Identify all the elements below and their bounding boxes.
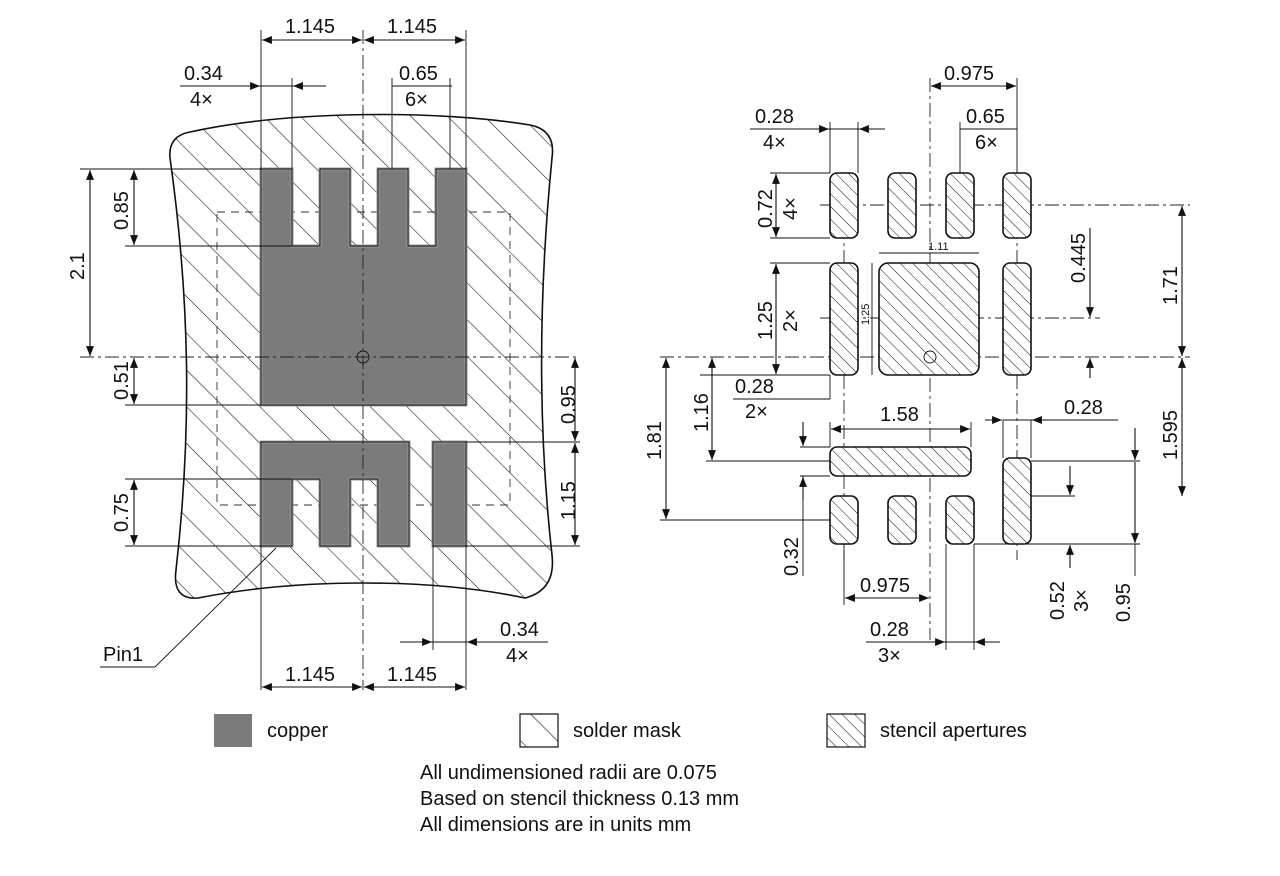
dim-finger-width-count: 4×	[190, 89, 213, 111]
aperture-side-left	[829, 262, 859, 376]
legend-stencil-swatch	[826, 713, 866, 748]
dim-pad-pitch: 0.65	[966, 106, 1005, 128]
dim-lower-slot: 0.75	[111, 493, 133, 532]
package-outline	[216, 211, 511, 506]
dim-top-left-pitch: 1.145	[285, 16, 335, 38]
legend-solder-mask-label: solder mask	[573, 720, 682, 742]
aperture-top-2	[887, 172, 917, 239]
notes: All undimensioned radii are 0.075 Based …	[420, 760, 739, 838]
left-footprint: 1.145 1.145 0.34 4× 0.65 6× 0.85 2.1 0.5…	[67, 16, 580, 691]
pin1-label: Pin1	[103, 644, 143, 666]
dim-col-pitch: 0.975	[944, 63, 994, 85]
dim-pad-pitch-count: 6×	[975, 132, 998, 154]
legend-stencil-label: stencil apertures	[880, 720, 1027, 742]
aperture-right-lower	[1002, 457, 1032, 545]
dim-slot-depth: 0.85	[111, 191, 133, 230]
dim-top-right-pitch: 1.145	[387, 16, 437, 38]
aperture-bottom-1	[829, 495, 859, 545]
dim-bottom-pitch: 0.975	[860, 575, 910, 597]
note-units: All dimensions are in units mm	[420, 814, 692, 836]
legend-copper-label: copper	[267, 720, 328, 742]
note-radii: All undimensioned radii are 0.075	[420, 762, 717, 784]
dim-pad-width: 0.28	[755, 106, 794, 128]
dim-offset-0445: 0.445	[1068, 233, 1090, 283]
dim-center-to-lower: 0.95	[558, 385, 580, 424]
aperture-top-3	[945, 172, 975, 239]
dim-right-span: 1.595	[1160, 410, 1182, 460]
dim-pad-width-count: 4×	[763, 132, 786, 154]
legend: copper solder mask stencil apertures	[214, 713, 1027, 748]
note-stencil-thickness: Based on stencil thickness 0.13 mm	[420, 788, 740, 810]
dim-lower-span: 1.81	[644, 421, 666, 460]
dim-bottom-left-pitch: 1.145	[285, 664, 335, 686]
dim-center-width-small: 1.11	[928, 241, 949, 253]
aperture-center	[878, 262, 980, 376]
dim-side-pad-width: 0.28	[735, 376, 774, 398]
dim-side-pad-height: 1.25	[755, 301, 777, 340]
dim-right-pad-width: 0.34	[500, 619, 539, 641]
copper-lower-pad	[259, 440, 411, 548]
dim-bottom-right-pitch: 1.145	[387, 664, 437, 686]
dim-right-pad-width-r: 0.28	[1064, 397, 1103, 419]
dim-pad-height: 0.72	[755, 189, 777, 228]
dim-side-pad-width-count: 2×	[745, 401, 768, 423]
origin-marker	[356, 350, 370, 364]
aperture-bar	[829, 446, 972, 477]
aperture-top-1	[829, 172, 859, 239]
aperture-bottom-2	[887, 495, 917, 545]
dim-pad-height-count: 4×	[780, 197, 802, 220]
dim-bottom-pad-count: 3×	[878, 645, 901, 667]
aperture-bottom-3	[945, 495, 975, 545]
dim-bar-offset: 1.16	[691, 393, 713, 432]
dim-bottom-pad-width: 0.28	[870, 619, 909, 641]
dim-side-pad-count: 2×	[780, 309, 802, 332]
dim-right-pad-count: 4×	[506, 645, 529, 667]
dim-bar-height: 0.32	[781, 537, 803, 576]
dim-bottom-pad-height: 0.52	[1047, 581, 1069, 620]
aperture-top-4	[1002, 172, 1032, 239]
copper-right-pad	[431, 440, 468, 548]
aperture-side-right	[1002, 262, 1032, 376]
dim-bottom-pad-height-count: 3×	[1071, 589, 1093, 612]
dim-upper-height: 2.1	[67, 252, 89, 280]
dim-bottom-span: 0.95	[1113, 583, 1135, 622]
dim-bar-length: 1.58	[880, 404, 919, 426]
legend-copper-swatch	[214, 714, 252, 747]
dim-upper-span: 1.71	[1160, 266, 1182, 305]
dim-finger-pitch: 0.65	[399, 63, 438, 85]
legend-solder-mask-swatch	[519, 713, 559, 748]
dim-finger-pitch-count: 6×	[405, 89, 428, 111]
dim-lower-height: 1.15	[558, 481, 580, 520]
dim-center-height-small: 1.25	[860, 304, 872, 325]
dim-finger-width: 0.34	[184, 63, 223, 85]
right-stencil: 0.975 0.28 4× 0.65 6× 0.72 4× 1.11 1.25 …	[644, 63, 1190, 667]
dim-center-gap: 0.51	[111, 361, 133, 400]
